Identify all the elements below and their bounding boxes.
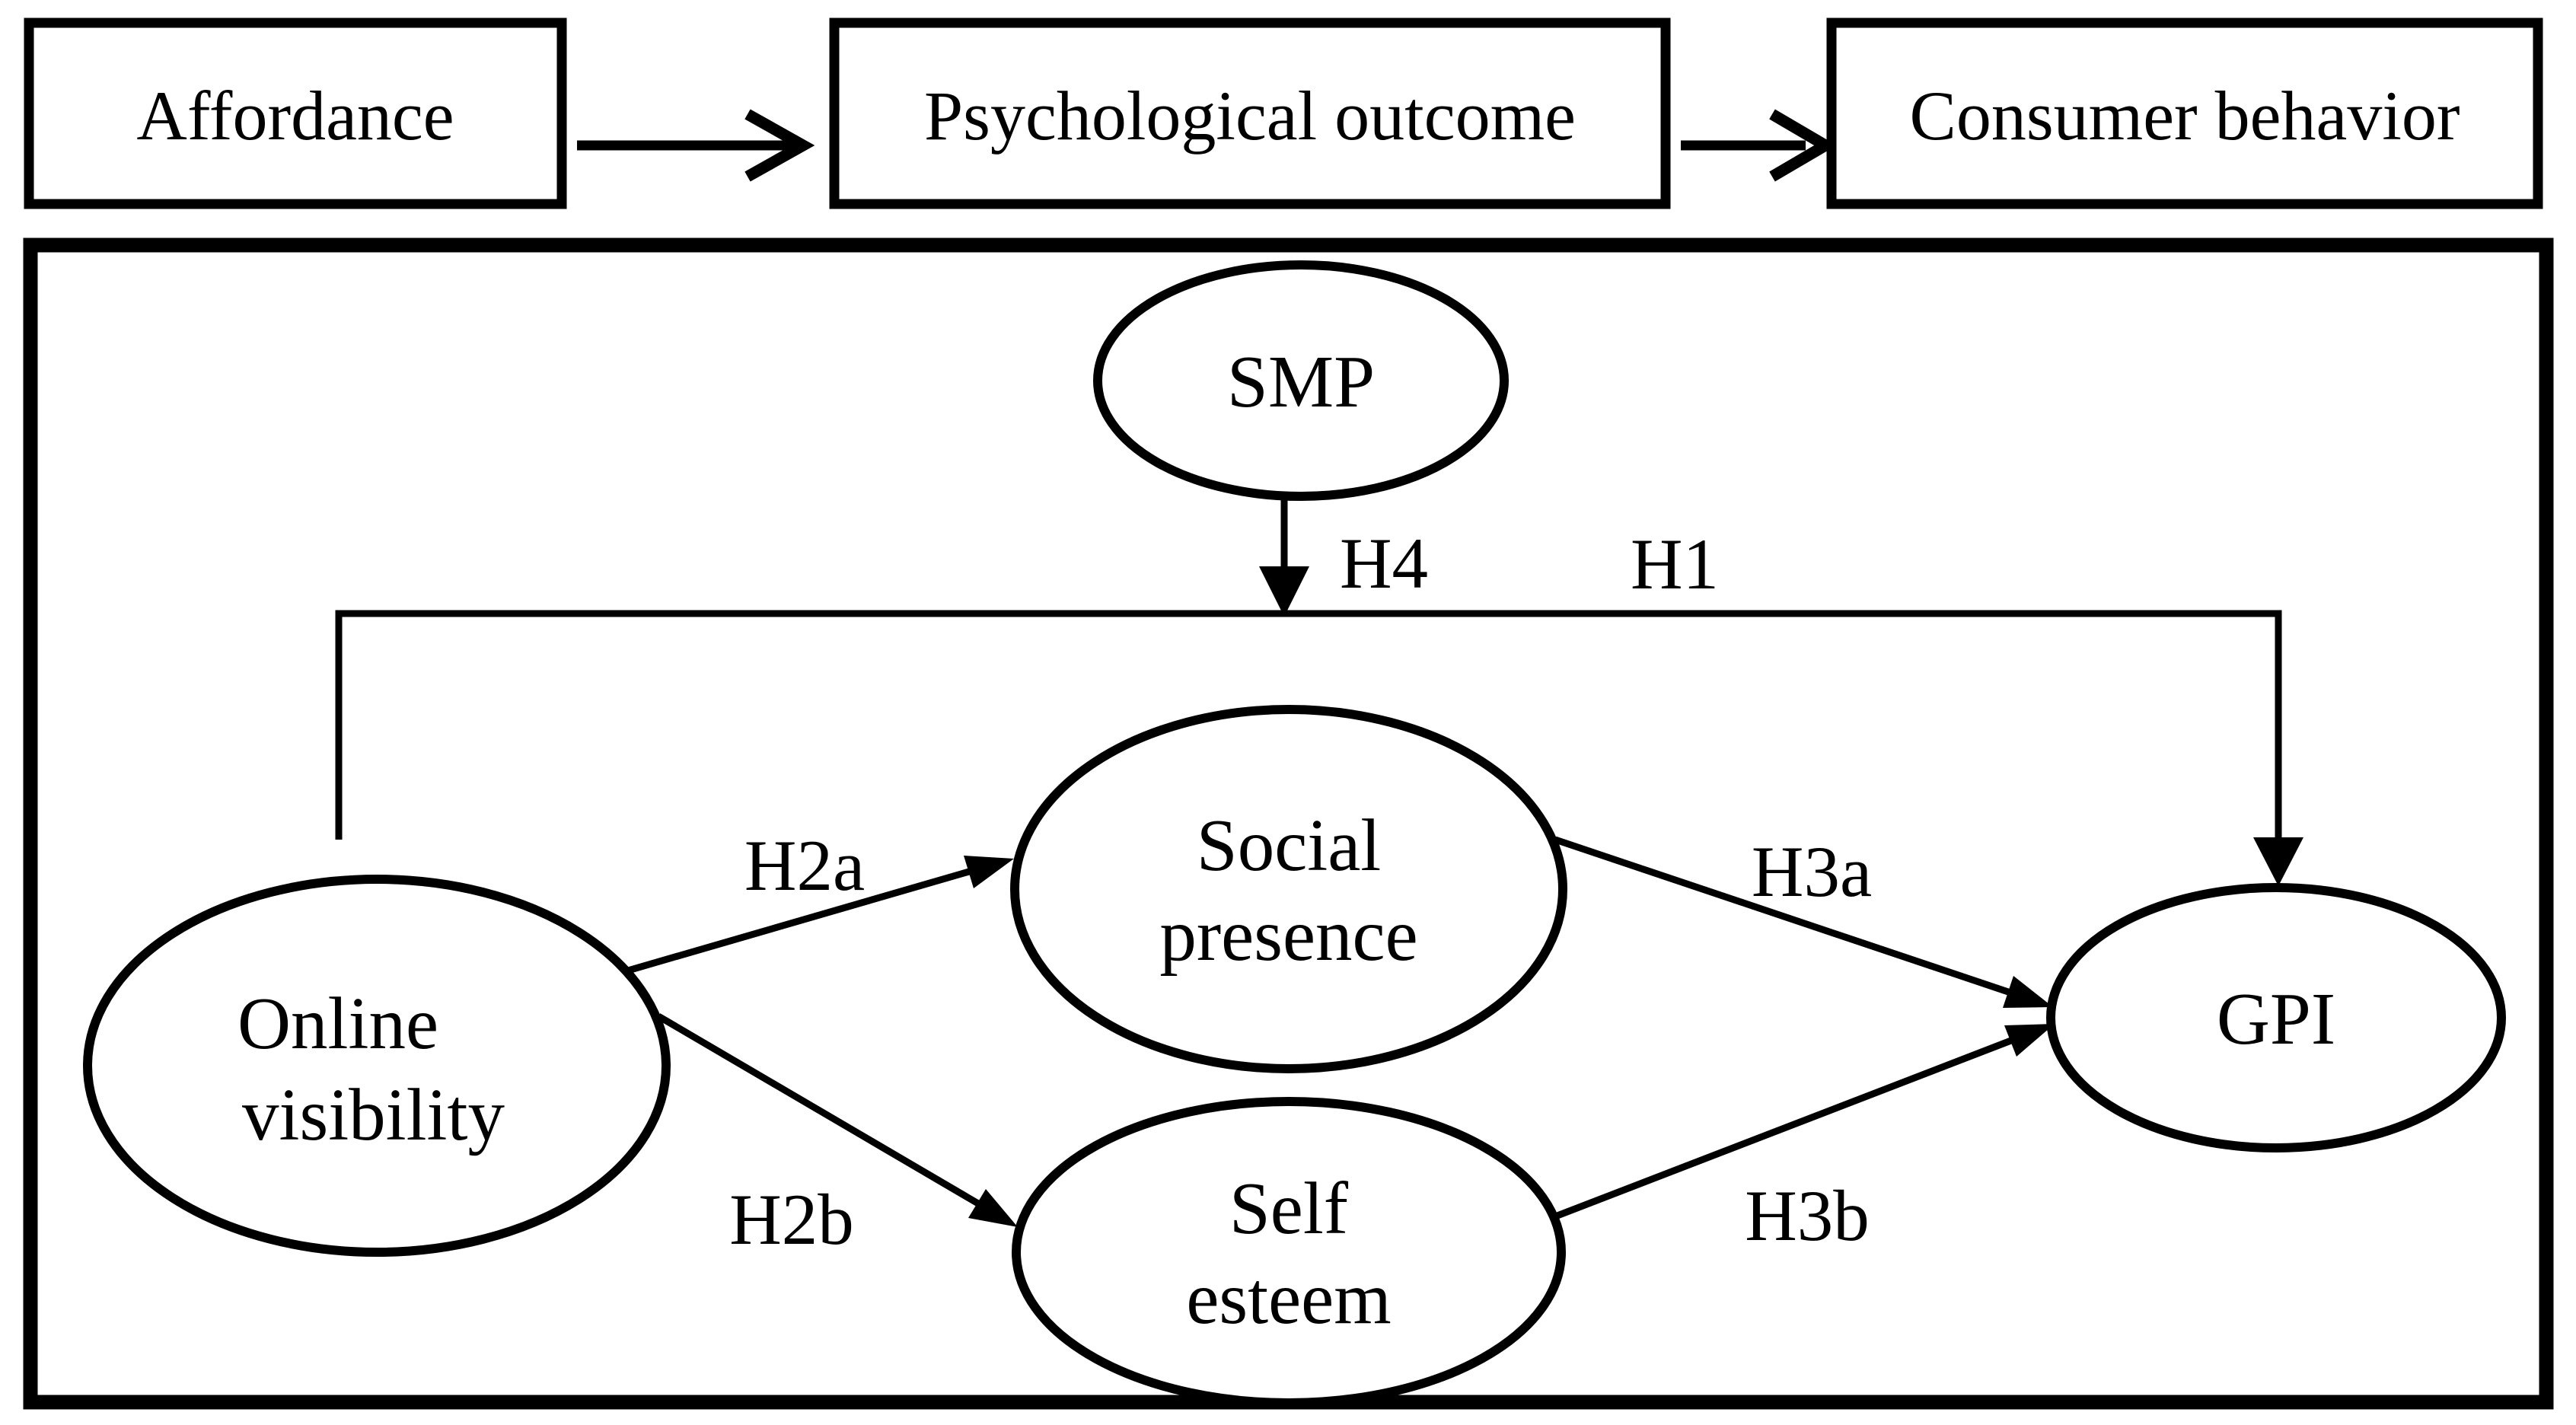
h1-label: H1	[1631, 524, 1719, 604]
h2a-connector	[621, 866, 976, 976]
h3b-connector	[1550, 1035, 2016, 1222]
h2a-arrowhead-icon	[964, 856, 1014, 888]
path-h2a: H2a	[621, 825, 1014, 976]
online-visibility-label-line1: Online	[238, 983, 438, 1064]
path-h3a: H3a	[1554, 831, 2053, 1008]
online-visibility-ellipse	[83, 875, 671, 1257]
smp-ellipse	[1093, 260, 1509, 501]
node-self-esteem: Self esteem	[1012, 1097, 1566, 1407]
online-visibility-label-line2: visibility	[242, 1074, 505, 1156]
h1-arrowhead-icon	[2253, 837, 2303, 886]
self-esteem-label-line1: Self	[1229, 1168, 1349, 1249]
flow-arrow-1-arrowhead-icon	[744, 109, 815, 182]
path-h3b: H3b	[1550, 1024, 2055, 1256]
self-esteem-ellipse	[1012, 1097, 1566, 1407]
consumer-behavior-box	[1826, 18, 2543, 209]
node-gpi: GPI	[2046, 883, 2506, 1152]
gpi-ellipse	[2046, 883, 2506, 1152]
smp-label: SMP	[1227, 341, 1375, 422]
node-online-visibility: Online visibility	[83, 875, 671, 1257]
h2a-label: H2a	[744, 825, 865, 906]
h3a-label: H3a	[1752, 831, 1872, 912]
h3a-arrowhead-icon	[2003, 976, 2053, 1008]
social-presence-label-line2: presence	[1159, 894, 1417, 976]
path-h1: H1	[335, 524, 2303, 886]
process-flow-row: Affordance Psychological outcome Consume…	[24, 18, 2543, 209]
h3b-label: H3b	[1745, 1175, 1870, 1256]
psychological-outcome-label: Psychological outcome	[924, 77, 1576, 155]
node-social-presence: Social presence	[1010, 705, 1567, 1073]
path-h2b: H2b	[656, 1013, 1018, 1260]
h2b-arrowhead-icon	[968, 1189, 1018, 1227]
h3a-connector	[1554, 836, 2014, 997]
gpi-label: GPI	[2217, 978, 2335, 1060]
affordance-box	[24, 18, 567, 209]
node-smp: SMP	[1093, 260, 1509, 501]
h4-label: H4	[1340, 523, 1428, 604]
social-presence-ellipse	[1010, 705, 1567, 1073]
h2b-connector	[656, 1013, 984, 1209]
h2b-label: H2b	[729, 1179, 854, 1260]
self-esteem-label-line2: esteem	[1186, 1258, 1391, 1339]
social-presence-label-line1: Social	[1197, 805, 1381, 886]
flow-arrow-2-arrowhead-icon	[1769, 109, 1837, 182]
path-h4: H4	[1259, 495, 1428, 617]
h4-arrowhead-icon	[1259, 566, 1309, 617]
h3b-arrowhead-icon	[2004, 1024, 2055, 1057]
affordance-label: Affordance	[136, 77, 454, 155]
consumer-behavior-label: Consumer behavior	[1909, 77, 2460, 155]
h1-connector	[335, 610, 2282, 840]
psychological-outcome-box	[829, 18, 1671, 209]
